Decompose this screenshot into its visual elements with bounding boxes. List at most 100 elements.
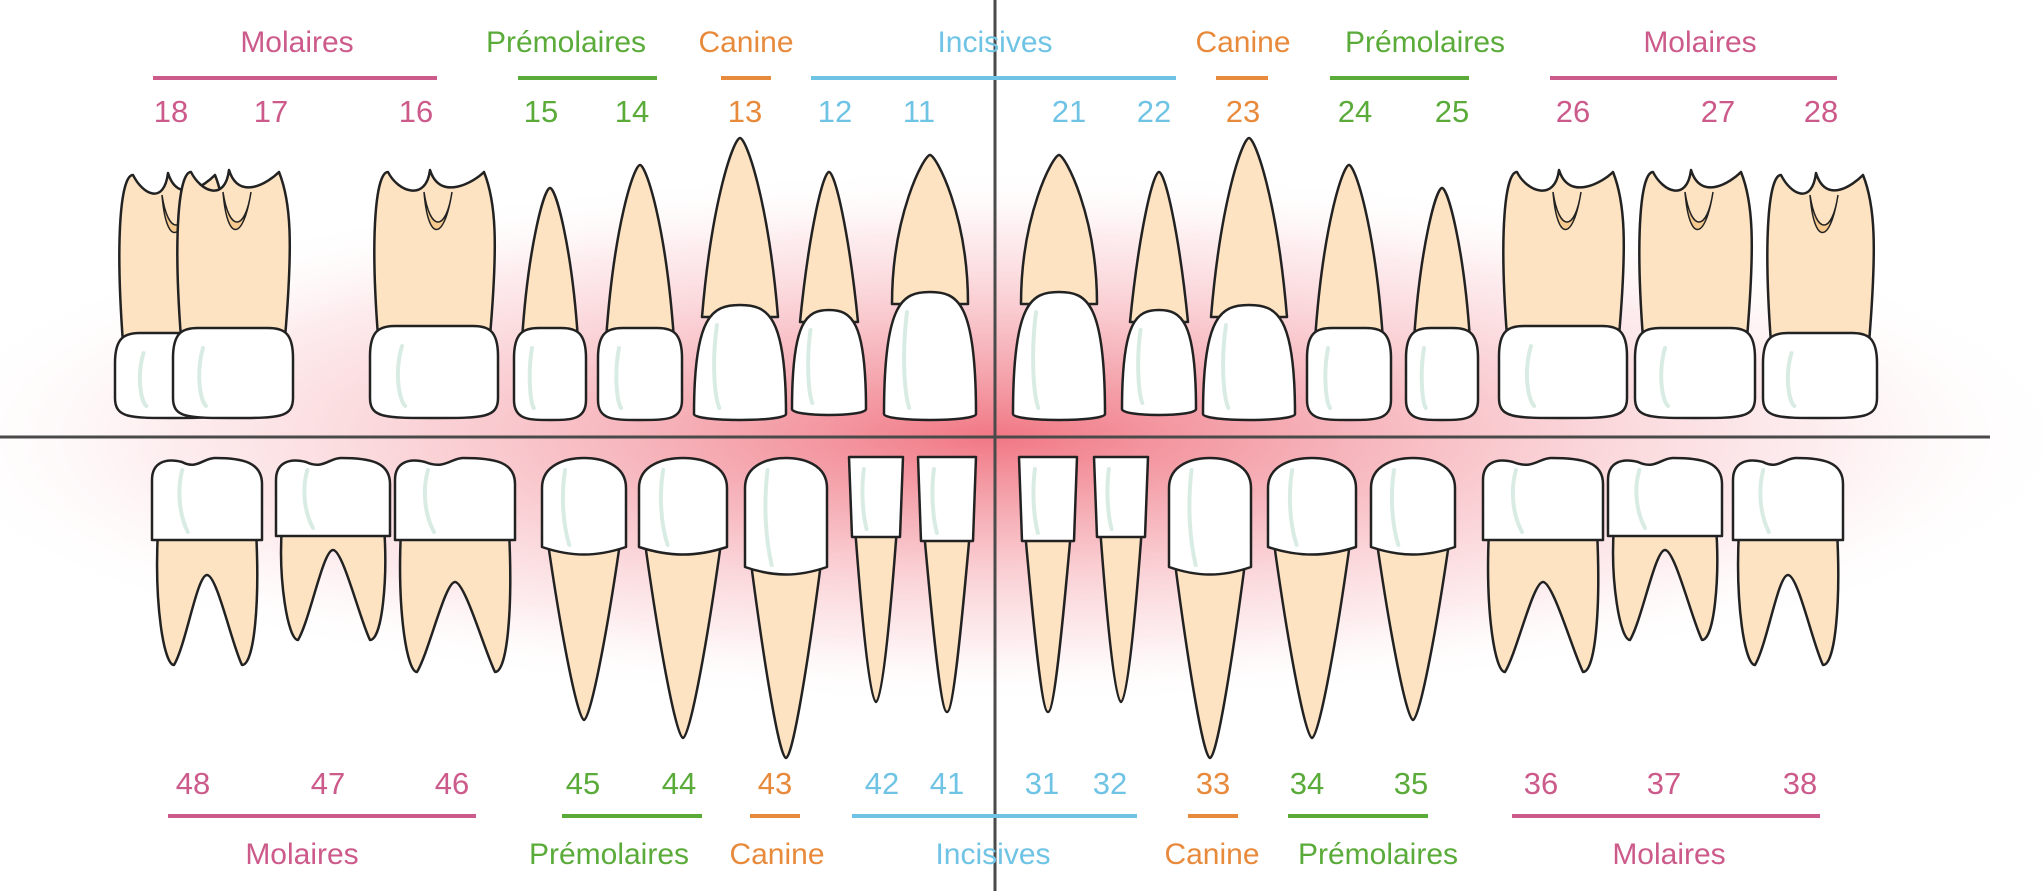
lower-tooth-numbers: 48 47 46 45 44 43 42 41 31 32 33 34 35 3… [176,766,1817,801]
tooth-47 [274,456,392,642]
upper-group-label-canine-right: Canine [698,26,793,59]
tooth-root-16 [373,168,497,338]
tooth-crown-41 [916,455,978,543]
tooth-crown-46 [393,456,517,542]
tooth-number-13: 13 [728,94,762,129]
tooth-crown-detail-13 [712,323,722,410]
tooth-root-shade-17 [222,191,252,230]
lower-group-labels: Molaires Prémolaires Canine Incisives Ca… [245,838,1725,871]
lower-group-label-canine-left: Canine [1164,838,1259,871]
tooth-crown-detail-47 [302,468,316,530]
tooth-crown-detail-18 [137,351,149,408]
tooth-number-27: 27 [1701,94,1735,129]
tooth-crown-detail-33 [1187,468,1198,567]
tooth-13 [692,136,788,422]
tooth-root-28 [1766,171,1876,345]
tooth-root-17 [176,168,292,340]
tooth-crown-34 [1266,456,1358,556]
tooth-number-46: 46 [435,766,469,801]
tooth-crown-21 [1011,290,1107,422]
tooth-crown-detail-32 [1105,467,1114,531]
tooth-crown-detail-38 [1758,468,1771,534]
lower-group-label-molars-left: Molaires [1612,838,1725,871]
tooth-number-35: 35 [1394,766,1428,801]
tooth-number-21: 21 [1052,94,1086,129]
upper-tooth-numbers: 18 17 16 15 14 13 12 11 21 22 23 24 25 2… [154,94,1838,129]
tooth-crown-detail-44 [658,468,670,547]
tooth-crown-48 [150,456,264,542]
tooth-crown-detail-42 [860,467,869,531]
tooth-crown-detail-35 [1389,468,1401,547]
tooth-24 [1305,163,1393,422]
tooth-36 [1481,456,1605,674]
tooth-21 [1011,153,1107,422]
tooth-crown-37 [1606,456,1724,538]
tooth-number-16: 16 [399,94,433,129]
tooth-root-47 [279,524,387,642]
tooth-crown-detail-36 [1510,468,1524,534]
tooth-28 [1761,171,1879,420]
tooth-root-34 [1272,541,1352,740]
tooth-number-11: 11 [903,94,935,129]
tooth-root-25 [1412,186,1472,342]
tooth-45 [540,456,628,722]
tooth-crown-44 [637,456,729,556]
tooth-42 [847,455,905,704]
upper-group-labels: Molaires Prémolaires Canine Incisives Ca… [240,26,1756,59]
tooth-14 [596,163,684,422]
tooth-crown-detail-48 [177,468,190,534]
tooth-root-46 [398,528,512,674]
tooth-crown-17 [171,326,295,420]
tooth-number-36: 36 [1524,766,1558,801]
tooth-root-41 [922,529,972,714]
tooth-44 [637,456,729,740]
tooth-crown-detail-15 [527,346,536,410]
tooth-crown-detail-16 [395,344,408,408]
tooth-crown-36 [1481,456,1605,542]
tooth-12 [790,170,868,417]
tooth-27 [1633,168,1757,420]
upper-group-label-molars-right: Molaires [240,26,353,59]
tooth-46 [393,456,517,674]
tooth-crown-35 [1369,456,1457,556]
tooth-33 [1167,456,1253,760]
tooth-15 [512,186,588,422]
tooth-number-14: 14 [615,94,649,129]
tooth-37 [1606,456,1724,642]
tooth-crown-23 [1201,303,1297,422]
tooth-23 [1201,136,1297,422]
tooth-root-15 [520,186,580,342]
tooth-number-12: 12 [818,94,852,129]
tooth-number-38: 38 [1783,766,1817,801]
tooth-root-36 [1486,528,1600,674]
tooth-root-26 [1502,168,1626,338]
tooth-25 [1404,186,1480,422]
tooth-48 [150,456,264,667]
tooth-crown-42 [847,455,905,539]
tooth-43 [743,456,829,760]
upper-group-label-premolars-right: Prémolaires [486,26,646,59]
tooth-root-42 [853,525,899,704]
tooth-32 [1092,455,1150,704]
tooth-number-32: 32 [1093,766,1127,801]
tooth-crown-detail-41 [930,467,939,535]
tooth-root-shade-28 [1809,194,1839,233]
tooth-root-shade-16 [423,191,453,230]
tooth-root-35 [1375,541,1451,722]
tooth-26 [1497,168,1629,420]
tooth-number-37: 37 [1647,766,1681,801]
tooth-root-37 [1611,524,1719,642]
tooth-number-41: 41 [930,766,964,801]
lower-group-label-incisors: Incisives [935,838,1050,871]
tooth-root-shade-26 [1552,191,1582,230]
tooth-root-22 [1128,170,1190,324]
tooth-crown-detail-34 [1287,468,1299,547]
tooth-crown-detail-27 [1659,346,1670,408]
tooth-crown-25 [1404,326,1480,422]
upper-group-label-premolars-left: Prémolaires [1345,26,1505,59]
tooth-crown-14 [596,326,684,422]
tooth-crown-detail-11 [902,310,912,410]
tooth-crown-detail-26 [1524,344,1537,408]
tooth-number-31: 31 [1025,766,1059,801]
tooth-crown-detail-17 [197,346,208,408]
